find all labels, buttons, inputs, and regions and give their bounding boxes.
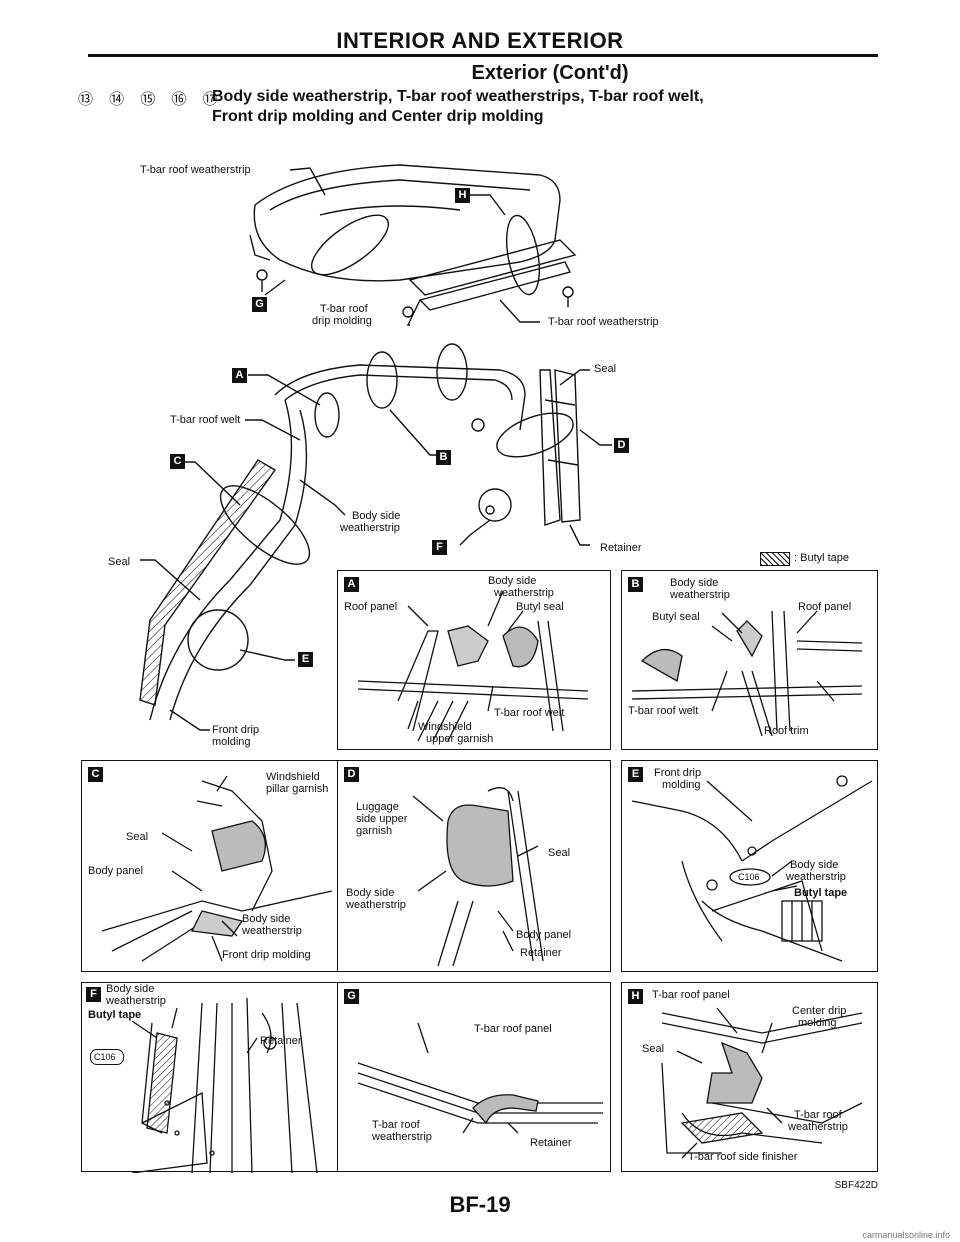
label-tbar-weatherstrip-top: T-bar roof weatherstrip xyxy=(140,164,251,176)
D-body-side-2: weatherstrip xyxy=(346,899,406,911)
detail-panel-D: D Luggage side upper garnish Seal Body s… xyxy=(337,760,611,972)
C-body-panel: Body panel xyxy=(88,865,144,877)
tag-F-overview: F xyxy=(432,540,447,555)
section-title: INTERIOR AND EXTERIOR xyxy=(336,28,624,53)
label-tbar-drip-1: T-bar roof xyxy=(320,303,368,315)
D-body-side-1: Body side xyxy=(346,887,395,899)
label-body-side-1: Body side xyxy=(352,510,401,522)
tag-H-overview: H xyxy=(455,188,470,203)
label-tbar-weatherstrip-bottom: T-bar roof weatherstrip xyxy=(548,316,659,328)
B-body-side-1: Body side xyxy=(670,577,719,589)
A-body-side-2: weatherstrip xyxy=(494,587,554,599)
detail-panel-H: H T-bar roof panel Center drip molding S… xyxy=(621,982,878,1172)
label-front-drip-1: Front drip xyxy=(212,724,260,736)
figure-code: SBF422D xyxy=(834,1180,878,1191)
tag-A: A xyxy=(344,577,359,592)
A-tbar-welt: T-bar roof welt xyxy=(494,707,565,719)
F-retainer: Retainer xyxy=(260,1035,302,1047)
G-tbar-ws-1: T-bar roof xyxy=(372,1119,420,1131)
D-seal: Seal xyxy=(548,847,571,859)
F-clip-badge xyxy=(90,1049,124,1065)
H-tbar-panel: T-bar roof panel xyxy=(652,989,730,1001)
label-retainer: Retainer xyxy=(600,542,642,554)
C-seal: Seal xyxy=(126,831,149,843)
A-roof-panel: Roof panel xyxy=(344,601,398,613)
label-body-side-2: weatherstrip xyxy=(340,522,400,534)
F-butyl-tape: Butyl tape xyxy=(88,1009,142,1021)
watermark: carmanualsonline.info xyxy=(862,1230,950,1240)
A-body-side-1: Body side xyxy=(488,575,537,587)
label-seal-right: Seal xyxy=(594,363,617,375)
item-title-line1: Body side weatherstrip, T-bar roof weath… xyxy=(212,88,704,105)
B-tbar-welt: T-bar roof welt xyxy=(628,705,699,717)
D-retainer: Retainer xyxy=(520,947,562,959)
detail-panel-G: G T-bar roof panel T-bar roof weatherstr… xyxy=(337,982,611,1172)
tag-B-overview: B xyxy=(436,450,451,465)
H-side-finisher: T-bar roof side finisher xyxy=(688,1151,798,1163)
E-front-drip-2: molding xyxy=(662,779,701,791)
D-body-panel: Body panel xyxy=(516,929,572,941)
A-windshield-1: Windshield xyxy=(418,721,472,733)
page-number: BF-19 xyxy=(449,1192,511,1217)
D-luggage-3: garnish xyxy=(356,825,393,837)
label-tbar-drip-2: drip molding xyxy=(312,315,372,327)
butyl-tape-swatch xyxy=(760,552,790,566)
B-body-side-2: weatherstrip xyxy=(670,589,730,601)
C-windshield-1: Windshield xyxy=(266,771,320,783)
tag-C: C xyxy=(88,767,103,782)
tag-E-overview: E xyxy=(298,652,313,667)
label-front-drip-2: molding xyxy=(212,736,251,748)
detail-panel-C: C Windshield pillar garnish Seal Body pa… xyxy=(81,760,343,972)
D-luggage-2: side upper xyxy=(356,813,408,825)
E-body-side-2: weatherstrip xyxy=(786,871,846,883)
F-clip: C106 xyxy=(94,1052,116,1062)
tag-D-overview: D xyxy=(614,438,629,453)
H-tbar-ws-2: weatherstrip xyxy=(788,1121,848,1133)
F-body-side-1: Body side xyxy=(106,983,155,995)
label-seal-left: Seal xyxy=(108,556,131,568)
C-body-side-1: Body side xyxy=(242,913,291,925)
A-windshield-2: upper garnish xyxy=(426,733,494,745)
tag-D: D xyxy=(344,767,359,782)
E-clip: C106 xyxy=(738,872,760,882)
C-body-side-2: weatherstrip xyxy=(242,925,302,937)
H-seal: Seal xyxy=(642,1043,665,1055)
detail-panel-A: A Body side weatherstrip Roof panel Buty… xyxy=(337,570,611,750)
tag-G: G xyxy=(344,989,359,1004)
tag-F: F xyxy=(86,987,101,1002)
D-luggage-1: Luggage xyxy=(356,801,399,813)
E-front-drip-1: Front drip xyxy=(654,767,702,779)
H-center-drip-1: Center drip xyxy=(792,1005,847,1017)
E-body-side-1: Body side xyxy=(790,859,839,871)
E-butyl-tape: Butyl tape xyxy=(794,887,848,899)
item-title-line2: Front drip molding and Center drip moldi… xyxy=(212,108,544,125)
B-butyl-seal: Butyl seal xyxy=(652,611,700,623)
label-tbar-welt: T-bar roof welt xyxy=(170,414,241,426)
tag-G-overview: G xyxy=(252,297,267,312)
item-numbers: ⑬ ⑭ ⑮ ⑯ ⑰ xyxy=(78,91,224,108)
header-rule xyxy=(88,54,878,57)
tag-H: H xyxy=(628,989,643,1004)
detail-panel-B: B Body side weatherstrip Butyl seal Roof… xyxy=(621,570,878,750)
tag-E: E xyxy=(628,767,643,782)
G-retainer: Retainer xyxy=(530,1137,572,1149)
tag-C-overview: C xyxy=(170,454,185,469)
tag-A-overview: A xyxy=(232,368,247,383)
H-tbar-ws-1: T-bar roof xyxy=(794,1109,842,1121)
A-butyl-seal: Butyl seal xyxy=(516,601,564,613)
B-roof-trim: Roof trim xyxy=(764,725,809,737)
detail-panel-F: F Body side weatherstrip Butyl tape C106… xyxy=(81,982,343,1173)
B-roof-panel: Roof panel xyxy=(798,601,852,613)
F-body-side-2: weatherstrip xyxy=(106,995,166,1007)
sub-title: Exterior (Cont'd) xyxy=(471,62,629,84)
G-tbar-panel: T-bar roof panel xyxy=(474,1023,552,1035)
tag-B: B xyxy=(628,577,643,592)
detail-panel-E: E Front drip molding C106 Body side weat… xyxy=(621,760,878,972)
H-center-drip-2: molding xyxy=(798,1017,837,1029)
legend-butyl-tape: : Butyl tape xyxy=(794,552,850,564)
C-front-drip: Front drip molding xyxy=(222,949,311,961)
G-tbar-ws-2: weatherstrip xyxy=(372,1131,432,1143)
C-windshield-2: pillar garnish xyxy=(266,783,329,795)
